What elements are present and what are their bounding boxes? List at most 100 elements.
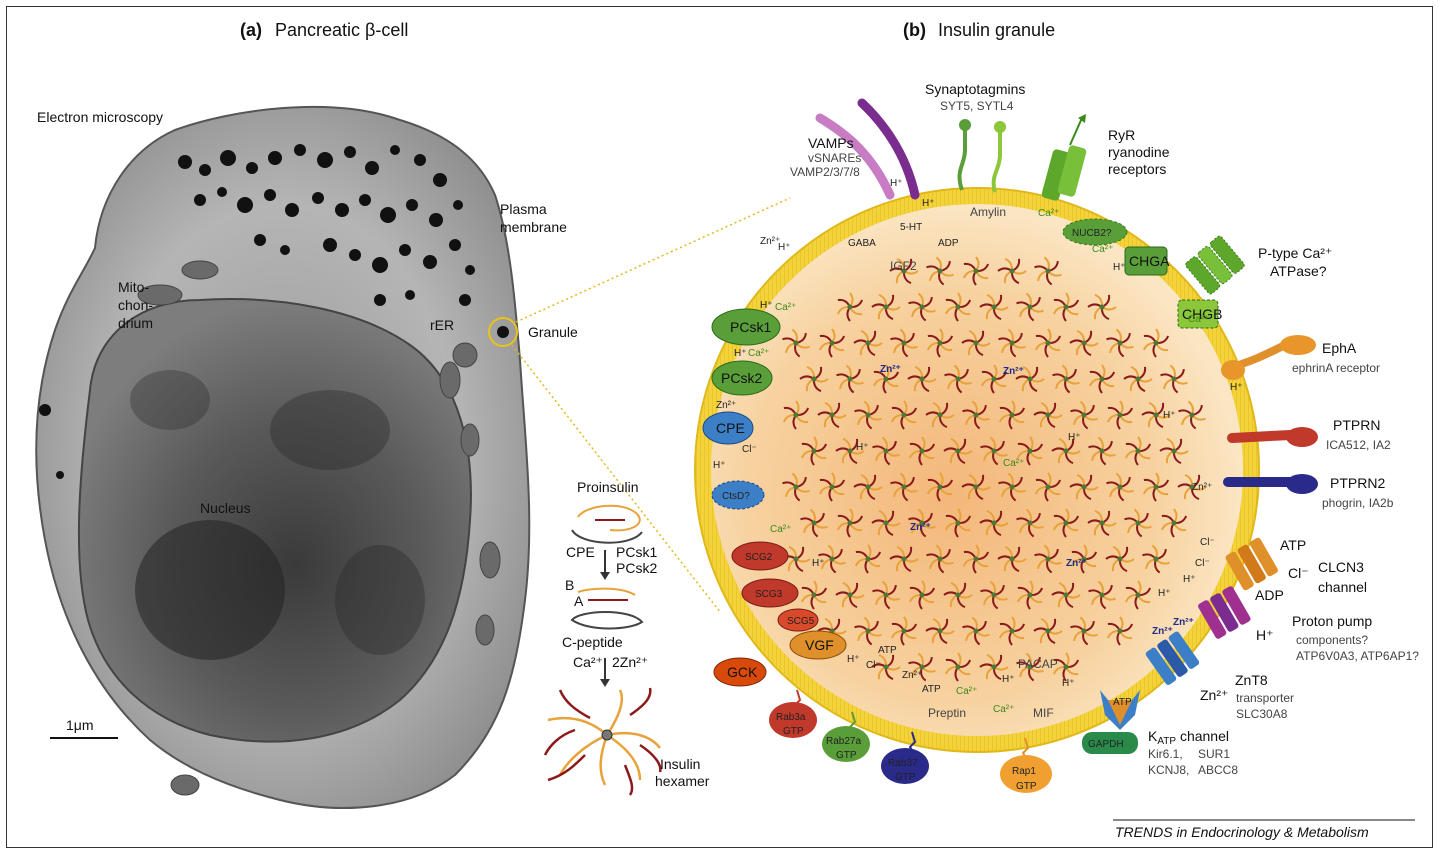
ion-label: H⁺	[812, 558, 825, 569]
insulin-hexamer	[818, 472, 846, 502]
clcn3-atp: ATP	[1280, 537, 1306, 553]
insulin-hexamer	[908, 652, 936, 682]
insulin-hexamer	[871, 293, 901, 321]
granule-label: Granule	[528, 324, 578, 340]
insulin-hexamer	[889, 257, 919, 285]
insulin-granule	[694, 187, 1260, 753]
ion-label: H⁺	[1002, 674, 1015, 685]
ptprn2-receptor	[1223, 474, 1318, 494]
insulin-hexamer	[908, 436, 936, 466]
ctsd-badge	[711, 480, 765, 510]
insulin-hexamer	[907, 365, 937, 393]
ion-label: Cl⁻	[866, 660, 881, 671]
em-cell-image	[35, 105, 531, 809]
insulin-hexamer	[800, 580, 828, 610]
insulin-hexamer	[890, 328, 918, 358]
rab-gtpases	[769, 689, 1052, 793]
insulin-hexamer	[908, 292, 936, 322]
serotonin-label: 5-HT	[900, 222, 922, 233]
ion-label: H⁺	[1163, 410, 1176, 421]
insulin-hexamer	[961, 329, 991, 357]
insulin-hexamer	[1124, 508, 1152, 538]
insulin-hexamer	[943, 581, 973, 609]
footer-credit: TRENDS in Endocrinology & Metabolism	[1115, 824, 1369, 840]
ion-label: H⁺	[1183, 574, 1196, 585]
ion-label: H⁺	[1113, 262, 1126, 273]
amylin-label: Amylin	[970, 205, 1006, 219]
insulin-hexamer	[1178, 400, 1206, 430]
mito-label-3: drium	[118, 315, 153, 331]
vamp-rod-light	[815, 113, 895, 200]
insulin-hexamer	[871, 509, 901, 537]
rab37-badge	[881, 748, 929, 784]
ptprn-receptor	[1227, 427, 1318, 447]
insulin-hexamer	[1142, 544, 1170, 574]
ion-label: Zn²⁺	[1192, 482, 1212, 493]
insulin-hexamer	[782, 472, 810, 502]
pcsk1-badge	[711, 308, 781, 346]
insulin-hexamer	[781, 545, 811, 573]
ion-label: Zn²⁺	[760, 236, 780, 247]
ion-label: H⁺	[1230, 382, 1243, 393]
vamps-label: VAMPs	[808, 135, 854, 151]
proton-pump	[1198, 586, 1251, 639]
proton-h-out: H⁺	[1256, 627, 1274, 643]
vgf-badge	[789, 630, 847, 660]
insulin-hexamer	[836, 508, 864, 538]
sur1-label: SUR1	[1198, 747, 1230, 761]
insulin-hexamer	[979, 293, 1009, 321]
ryr-channel	[1041, 114, 1087, 201]
atp-label-3: ATP	[1113, 697, 1132, 708]
insulin-hexamer	[944, 292, 972, 322]
insulin-hexamer	[1088, 364, 1116, 394]
insulin-hexamer	[1177, 473, 1207, 501]
insulin-hexamer	[926, 256, 954, 286]
rab3a-label: Rab3a	[776, 712, 806, 723]
insulin-hexamer	[997, 257, 1027, 285]
gaba-label: GABA	[848, 238, 876, 249]
ryr-label-2: ryanodine	[1108, 144, 1170, 160]
insulin-hexamer	[872, 580, 900, 610]
insulin-hexamer	[962, 616, 990, 646]
ion-label: Cl⁻	[1200, 537, 1215, 548]
ion-label: H⁺	[847, 654, 860, 665]
insulin-hexamer	[926, 328, 954, 358]
pcsk1-label: PCsk1	[730, 319, 771, 335]
ion-label: Zn²⁺	[910, 522, 931, 533]
rab27a-badge	[822, 726, 870, 762]
kcnj8-label: KCNJ8,	[1148, 763, 1189, 777]
pcsk2-badge	[711, 360, 773, 396]
insulin-hexamer	[1088, 436, 1116, 466]
insulin-hexamer	[1033, 617, 1063, 645]
ion-label: H⁺	[856, 442, 869, 453]
insulin-hexamer	[854, 400, 882, 430]
ion-label: Zn²⁺	[1003, 366, 1024, 377]
insulin-hexamer	[1141, 401, 1171, 429]
insulin-hexamer	[890, 616, 918, 646]
insulin-hexamer-graphic	[543, 687, 662, 796]
insulin-hexamer	[872, 436, 900, 466]
igf2-label: IGF2	[890, 259, 917, 273]
hexamer-label-1: Insulin	[660, 756, 700, 772]
insulin-hexamer	[1034, 328, 1062, 358]
insulin-hexamer	[800, 508, 828, 538]
ion-labels: Zn²⁺H⁺H⁺H⁺H⁺Ca²⁺Ca²⁺Ca²⁺H⁺Ca²⁺H⁺Ca²⁺Zn²⁺…	[713, 178, 1243, 715]
ion-label: H⁺	[890, 178, 903, 189]
insulin-hexamer	[962, 256, 990, 286]
em-granules	[39, 144, 475, 479]
insulin-hexamer	[962, 400, 990, 430]
panel-b-title: (b) Insulin granule	[903, 20, 1055, 40]
insulin-hexamer	[1051, 437, 1081, 465]
ion-label: Zn²⁺	[1152, 626, 1173, 637]
clcn3-label-2: channel	[1318, 579, 1367, 595]
insulin-hexamer	[889, 545, 919, 573]
insulin-hexamer	[1052, 508, 1080, 538]
ion-label: H⁺	[1062, 678, 1075, 689]
chgb-label: CHGB	[1182, 306, 1222, 322]
ryr-label-3: receptors	[1108, 161, 1166, 177]
insulin-hexamer	[1142, 472, 1170, 502]
gapdh-badge	[1082, 732, 1138, 754]
rab3a-badge	[769, 702, 817, 738]
rap1-label: Rap1	[1012, 766, 1036, 777]
